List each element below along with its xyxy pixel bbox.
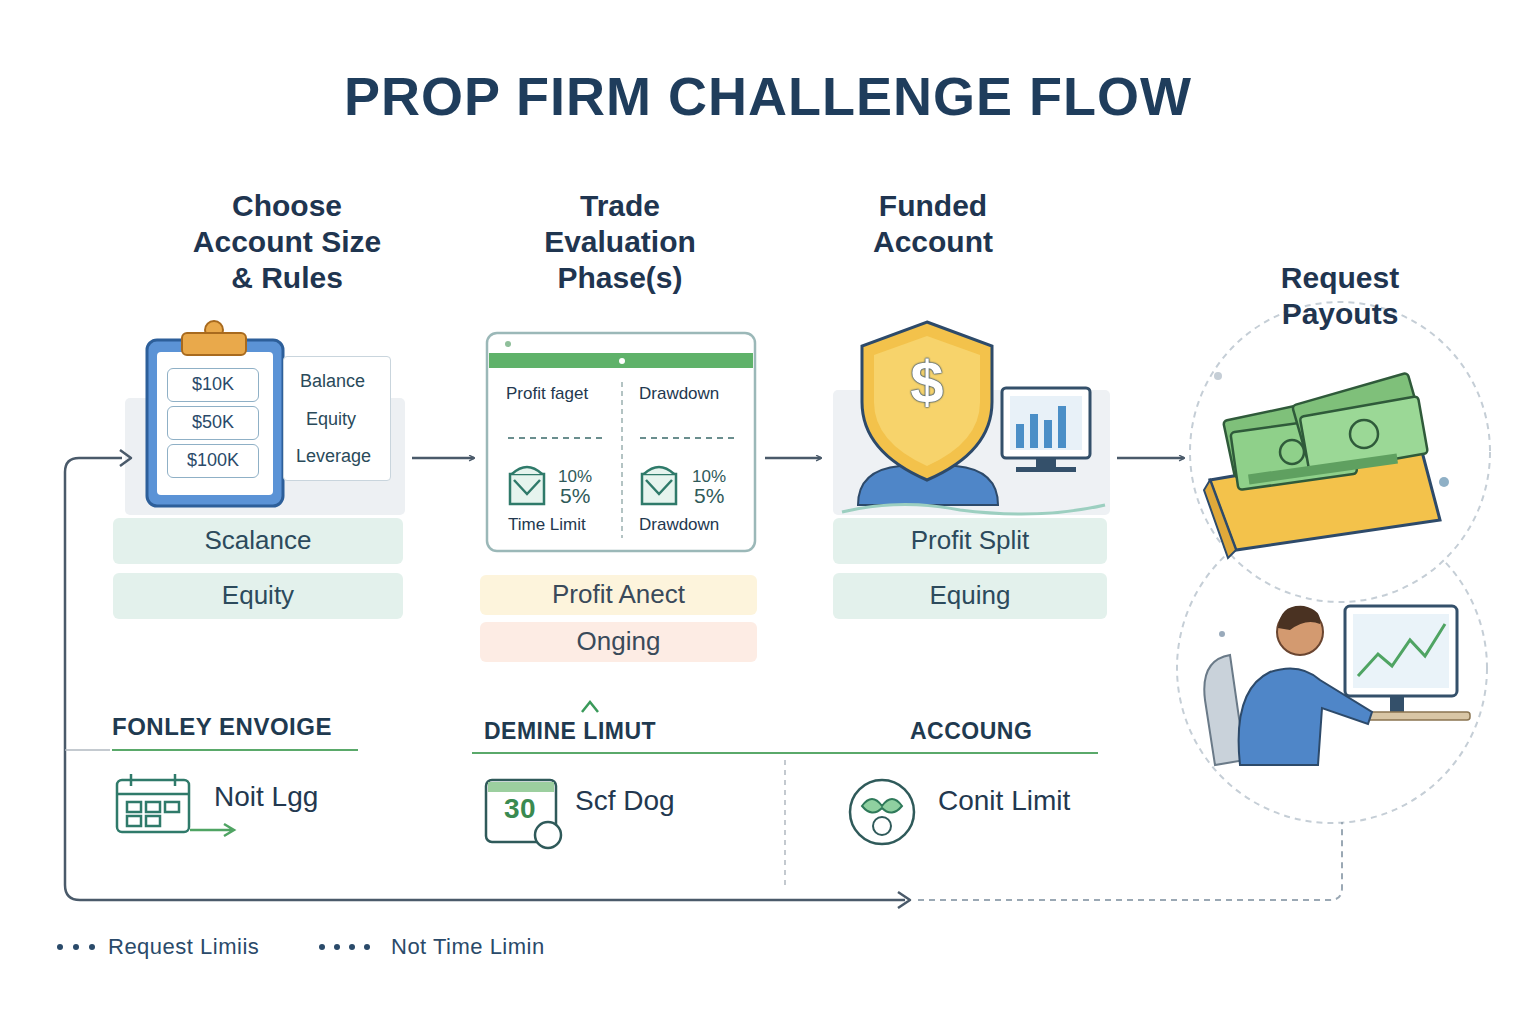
dash-line bbox=[508, 437, 605, 439]
window-bar bbox=[489, 353, 753, 368]
shield bbox=[862, 322, 992, 480]
circle-outline bbox=[1190, 302, 1490, 602]
monitor-screen bbox=[1010, 396, 1082, 450]
limit-icon bbox=[850, 780, 914, 844]
monitor-stand bbox=[1016, 467, 1076, 472]
node-text: Balance bbox=[300, 371, 390, 393]
calendar-bar bbox=[488, 782, 554, 792]
person-hair bbox=[1278, 606, 1320, 630]
node-text: $100K bbox=[168, 445, 258, 477]
amount-box: $10K bbox=[167, 368, 259, 402]
divider bbox=[621, 382, 623, 538]
info-band: Profit Split bbox=[833, 518, 1107, 564]
section-heading: DEMINE LIMUT bbox=[484, 718, 724, 746]
node-text: Leverage bbox=[296, 446, 390, 468]
clipboard-paper bbox=[157, 352, 273, 495]
stage-panel: Trade Evaluation Phase(s)Profit fagetDra… bbox=[478, 185, 763, 555]
amount-box: $50K bbox=[167, 406, 259, 440]
node-text: Time Limit bbox=[508, 515, 618, 535]
underline bbox=[472, 752, 1098, 754]
bag-icon bbox=[510, 467, 676, 504]
section-heading: FONLEY ENVOIGE bbox=[112, 713, 372, 742]
info-band: Onging bbox=[480, 622, 757, 662]
node-text: Drawdown bbox=[639, 384, 749, 404]
item-label: Scf Dog bbox=[575, 784, 735, 818]
stage-heading: Request Payouts bbox=[1235, 260, 1445, 332]
sparkle bbox=[1219, 631, 1225, 637]
window-dot bbox=[505, 341, 511, 347]
node-text: 5% bbox=[694, 483, 744, 508]
tick-line bbox=[65, 749, 110, 751]
divider bbox=[784, 760, 786, 890]
item-label: Noit Lgg bbox=[214, 780, 374, 814]
item-label: Conit Limit bbox=[938, 784, 1138, 818]
node-text: Equity bbox=[113, 573, 403, 619]
clock-icon bbox=[535, 822, 561, 848]
caret bbox=[582, 702, 598, 712]
dash-line bbox=[640, 437, 737, 439]
payout-circle: Request Payouts bbox=[1188, 258, 1492, 608]
node-text: Profit faget bbox=[506, 384, 616, 404]
chart-line bbox=[1358, 624, 1445, 676]
dashed-return bbox=[918, 822, 1342, 900]
node-text: $50K bbox=[168, 407, 258, 439]
node-text: Drawdown bbox=[639, 515, 749, 535]
node-text: $10K bbox=[168, 369, 258, 401]
loop-line bbox=[65, 458, 905, 900]
floor-wash bbox=[842, 504, 1105, 514]
loop-arrowhead bbox=[120, 450, 131, 466]
stage-panel: Choose Account Size & Rules $10K $50K $100K… bbox=[110, 185, 410, 520]
calendar-icon bbox=[117, 774, 189, 832]
info-band: Scalance bbox=[113, 518, 403, 564]
monitor bbox=[1002, 388, 1090, 458]
monitor-stand bbox=[1390, 696, 1404, 712]
diagram-title: PROP FIRM CHALLENGE FLOW bbox=[0, 64, 1536, 129]
info-band: Equing bbox=[833, 573, 1107, 619]
flow-arrow bbox=[412, 457, 474, 460]
clipboard-clip bbox=[182, 333, 246, 355]
person-body bbox=[1239, 668, 1372, 765]
section-heading: ACCOUNG bbox=[910, 718, 1110, 746]
clipboard bbox=[147, 340, 283, 506]
node-text: Equity bbox=[306, 409, 390, 431]
node-text: Scalance bbox=[113, 518, 403, 564]
money-stack bbox=[1204, 372, 1449, 558]
underline bbox=[112, 749, 358, 751]
node-text: $ bbox=[897, 365, 957, 401]
bar-chart bbox=[1016, 406, 1066, 448]
shield-inner bbox=[874, 336, 980, 466]
stage-heading: Choose Account Size & Rules bbox=[182, 188, 392, 296]
node-text: Equing bbox=[833, 573, 1107, 619]
rules-card: BalanceEquityLeverage bbox=[283, 356, 391, 481]
info-band: Equity bbox=[113, 573, 403, 619]
calendar-number: 30 bbox=[494, 792, 546, 826]
node-text: Profit Split bbox=[833, 518, 1107, 564]
monitor bbox=[1345, 606, 1457, 696]
evaluation-window bbox=[487, 333, 755, 551]
node-text: Onging bbox=[480, 622, 757, 662]
stage-heading: Funded Account bbox=[828, 188, 1038, 260]
window-dot bbox=[619, 358, 625, 364]
loop-arrowhead bbox=[898, 892, 910, 908]
flow-arrow bbox=[765, 457, 821, 460]
desk bbox=[1360, 712, 1470, 720]
monitor-screen bbox=[1353, 614, 1449, 688]
flow-arrow bbox=[1117, 457, 1184, 460]
info-band: Profit Anect bbox=[480, 575, 757, 615]
limit-icon bbox=[873, 817, 891, 835]
stage-panel: Funded Account $ bbox=[825, 185, 1115, 520]
node-text: Profit Anect bbox=[480, 575, 757, 615]
legend-text: Request Limiis bbox=[108, 934, 308, 960]
leaf-icon bbox=[862, 799, 902, 813]
amount-box: $100K bbox=[167, 444, 259, 478]
arrow-icon bbox=[190, 824, 234, 836]
stage-heading: Trade Evaluation Phase(s) bbox=[515, 188, 725, 296]
node-text: 5% bbox=[560, 483, 610, 508]
monitor-stand bbox=[1036, 458, 1056, 468]
legend-text: Not Time Limin bbox=[391, 934, 611, 960]
